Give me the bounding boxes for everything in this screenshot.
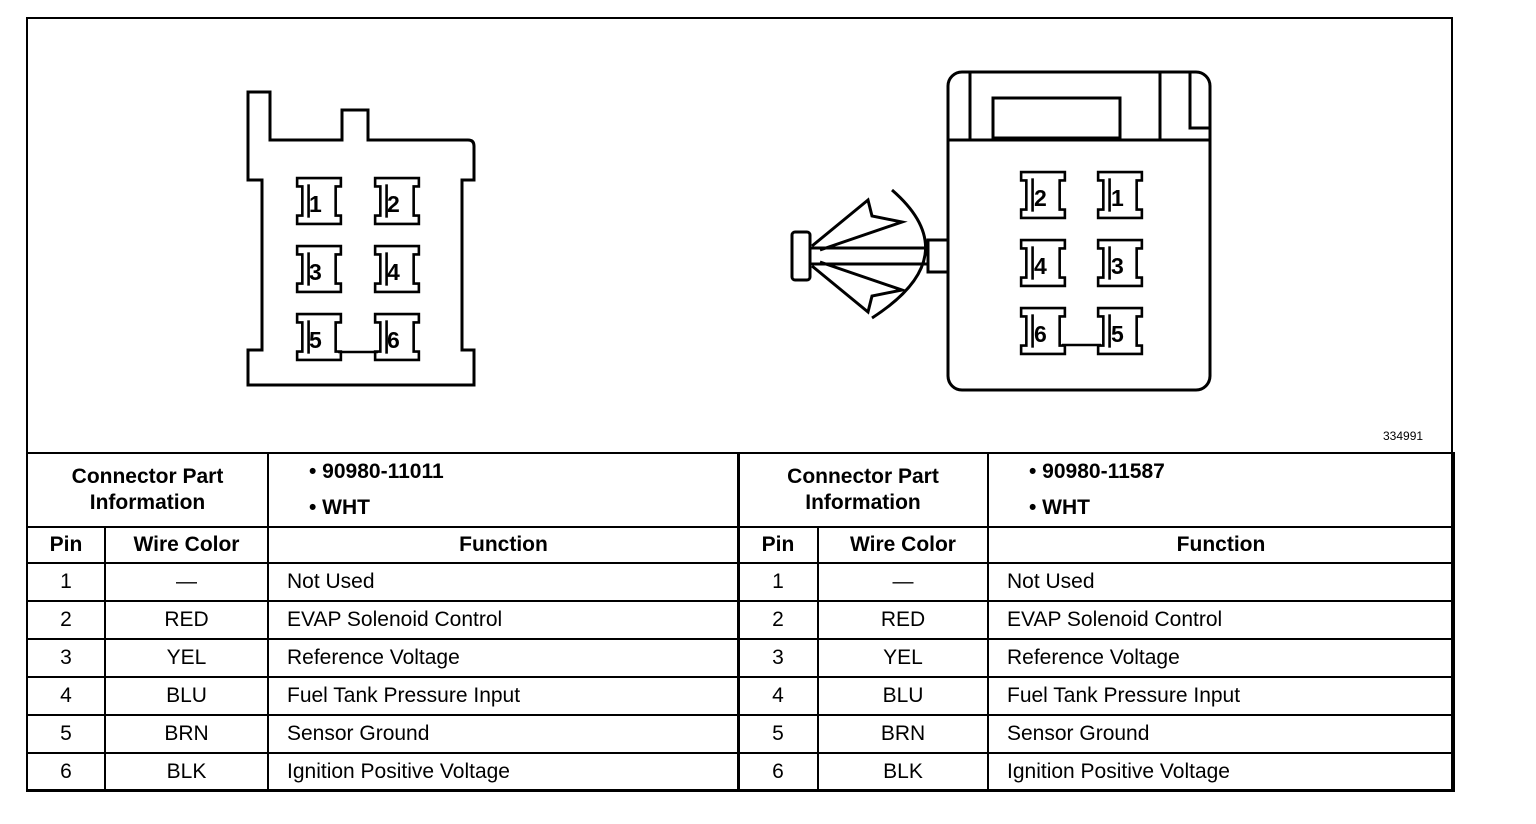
function-cell: EVAP Solenoid Control <box>987 600 1455 640</box>
left-pin-label-2: 2 <box>387 191 400 217</box>
pin-cell: 2 <box>26 600 106 640</box>
wire-color-cell: BRN <box>104 714 269 754</box>
pin-cell: 1 <box>26 562 106 602</box>
figure-number: 334991 <box>1383 429 1423 443</box>
right-pins: 2 1 4 3 6 5 <box>1019 170 1144 356</box>
function-cell: Sensor Ground <box>987 714 1455 754</box>
table-row: 3 YEL Reference Voltage <box>26 638 740 678</box>
table-row: 5 BRN Sensor Ground <box>26 714 740 754</box>
left-pin-label-1: 1 <box>309 191 322 217</box>
pin-cell: 6 <box>737 752 819 792</box>
function-cell: Fuel Tank Pressure Input <box>987 676 1455 716</box>
part-info-values: • 90980-11587 • WHT <box>987 452 1455 528</box>
wire-color-cell: BLK <box>817 752 989 792</box>
right-pin-label-5: 5 <box>1111 321 1124 347</box>
wire-color-header: Wire Color <box>104 526 269 564</box>
wire-color-cell: BLK <box>104 752 269 792</box>
table-row: 5 BRN Sensor Ground <box>737 714 1455 754</box>
table-row: 2 RED EVAP Solenoid Control <box>26 600 740 640</box>
sensor-arrow-icon <box>790 188 950 320</box>
wire-color-cell: YEL <box>104 638 269 678</box>
right-pin-label-2: 2 <box>1034 185 1047 211</box>
function-cell: Sensor Ground <box>267 714 740 754</box>
right-pin-label-4: 4 <box>1034 253 1047 279</box>
part-number: • 90980-11587 <box>1029 460 1165 483</box>
wire-color-cell: YEL <box>817 638 989 678</box>
function-cell: Not Used <box>987 562 1455 602</box>
pin-cell: 2 <box>737 600 819 640</box>
pin-cell: 3 <box>737 638 819 678</box>
left-pin-label-3: 3 <box>309 259 322 285</box>
wire-color-cell: BLU <box>817 676 989 716</box>
function-cell: Not Used <box>267 562 740 602</box>
function-cell: Ignition Positive Voltage <box>987 752 1455 792</box>
table-row: 6 BLK Ignition Positive Voltage <box>737 752 1455 792</box>
left-pin-label-5: 5 <box>309 327 322 353</box>
function-cell: Ignition Positive Voltage <box>267 752 740 792</box>
pin-header: Pin <box>26 526 106 564</box>
pin-cell: 5 <box>26 714 106 754</box>
pin-cell: 4 <box>26 676 106 716</box>
part-number: • 90980-11011 <box>309 460 444 483</box>
wire-color-cell: — <box>104 562 269 602</box>
table-row: 4 BLU Fuel Tank Pressure Input <box>26 676 740 716</box>
right-pin-label-6: 6 <box>1034 321 1047 347</box>
table-row: 1 — Not Used <box>26 562 740 602</box>
pin-cell: 6 <box>26 752 106 792</box>
pin-header: Pin <box>737 526 819 564</box>
table-row: 2 RED EVAP Solenoid Control <box>737 600 1455 640</box>
table-row: 4 BLU Fuel Tank Pressure Input <box>737 676 1455 716</box>
wire-color-cell: — <box>817 562 989 602</box>
left-pin-label-4: 4 <box>387 259 400 285</box>
function-cell: Fuel Tank Pressure Input <box>267 676 740 716</box>
wire-color-cell: RED <box>817 600 989 640</box>
function-cell: EVAP Solenoid Control <box>267 600 740 640</box>
left-pin-label-6: 6 <box>387 327 400 353</box>
pin-cell: 4 <box>737 676 819 716</box>
left-connector <box>246 90 476 387</box>
connector-diagram: 1 2 3 4 5 6 2 1 4 3 6 5 <box>246 70 1423 443</box>
table-row: 1 — Not Used <box>737 562 1455 602</box>
column-header-row: Pin Wire Color Function <box>737 526 1455 564</box>
wire-color-cell: BRN <box>817 714 989 754</box>
table-row: 6 BLK Ignition Positive Voltage <box>26 752 740 792</box>
left-pins: 1 2 3 4 5 6 <box>295 176 421 362</box>
pin-cell: 3 <box>26 638 106 678</box>
connector-color: • WHT <box>309 496 371 519</box>
function-header: Function <box>987 526 1455 564</box>
function-cell: Reference Voltage <box>987 638 1455 678</box>
wire-color-header: Wire Color <box>817 526 989 564</box>
pin-cell: 5 <box>737 714 819 754</box>
right-pin-label-3: 3 <box>1111 253 1124 279</box>
table-row: 3 YEL Reference Voltage <box>737 638 1455 678</box>
connector-color: • WHT <box>1029 496 1091 519</box>
column-header-row: Pin Wire Color Function <box>26 526 740 564</box>
part-info-values: • 90980-11011 • WHT <box>267 452 740 528</box>
wire-color-cell: BLU <box>104 676 269 716</box>
pin-cell: 1 <box>737 562 819 602</box>
function-cell: Reference Voltage <box>267 638 740 678</box>
function-header: Function <box>267 526 740 564</box>
right-pin-label-1: 1 <box>1111 185 1124 211</box>
right-connector <box>946 70 1212 392</box>
wire-color-cell: RED <box>104 600 269 640</box>
